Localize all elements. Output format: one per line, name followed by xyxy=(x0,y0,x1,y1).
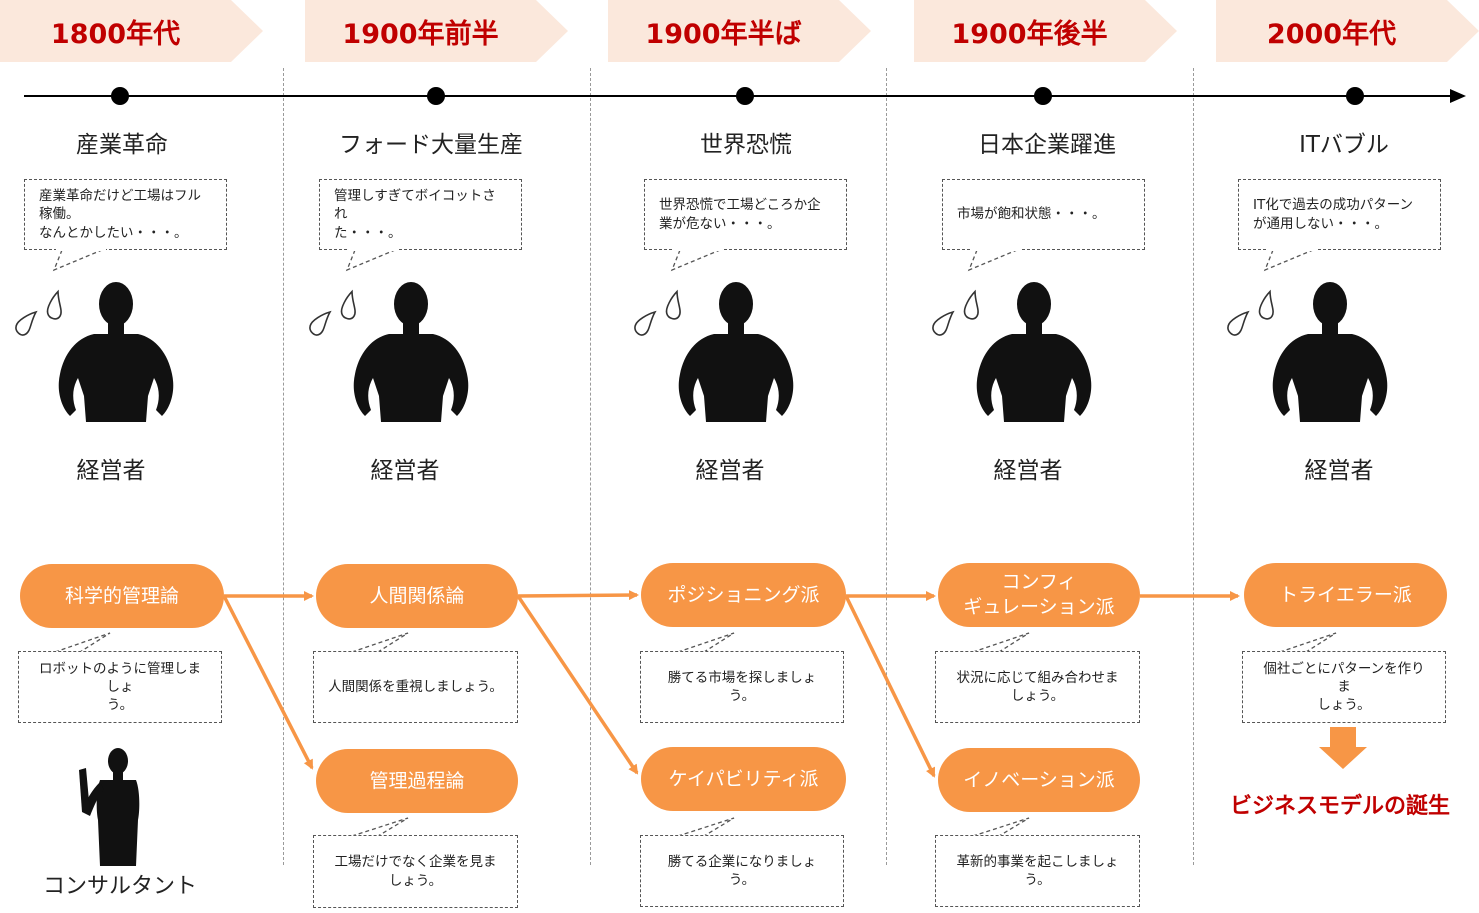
timeline-arrowhead-icon xyxy=(1450,89,1466,103)
manager-label: 経営者 xyxy=(993,458,1063,484)
sweat-drops-icon xyxy=(11,290,71,338)
sweat-drops-icon xyxy=(1223,290,1283,338)
manager-speech-bubble: IT化で過去の成功パターンが通用しない・・・。 xyxy=(1238,179,1441,250)
theory-speech-bubble: 状況に応じて組み合わせましょう。 xyxy=(935,651,1140,723)
quote-line: しょう。 xyxy=(1317,697,1371,714)
theory-innovation: イノベーション派 xyxy=(938,748,1140,812)
event-label: 日本企業躍進 xyxy=(978,132,1116,158)
quote-line: 革新的事業を起こしましょう。 xyxy=(956,853,1119,888)
quote-line: しょう。 xyxy=(1010,688,1065,704)
theory-speech-bubble: 革新的事業を起こしましょう。 xyxy=(935,835,1140,907)
era-header-1900-late: 1900年後半 xyxy=(914,0,1177,62)
manager-label: 経営者 xyxy=(370,458,440,484)
quote-line: 市場が飽和状態・・・。 xyxy=(957,206,1106,223)
quote-line: なんとかしたい・・・。 xyxy=(39,224,188,241)
event-label: 産業革命 xyxy=(76,132,168,158)
manager-speech-bubble: 世界恐慌で工場どころか企業が危ない・・・。 xyxy=(644,179,847,250)
consultant-silhouette-icon xyxy=(79,748,140,866)
manager-label: 経営者 xyxy=(695,458,765,484)
column-divider xyxy=(590,68,591,865)
quote-line: 産業革命だけど工場はフル xyxy=(39,188,201,205)
consultant-label: コンサルタント xyxy=(42,874,197,899)
quote-line: IT化で過去の成功パターン xyxy=(1253,197,1414,214)
manager-silhouette-icon xyxy=(1272,282,1388,422)
theory-management-process: 管理過程論 xyxy=(316,749,518,813)
quote-line: 人間関係を重視しましょう。 xyxy=(328,678,503,695)
quote-line: 勝てる市場を探しましょう。 xyxy=(667,669,817,704)
manager-silhouette-icon xyxy=(58,282,174,422)
quote-line: ロボットのように管理しましょ xyxy=(39,660,201,695)
quote-line: 稼働。 xyxy=(39,206,80,223)
column-divider xyxy=(886,68,887,865)
era-header-2000s: 2000年代 xyxy=(1216,0,1479,62)
theory-trial-error: トライエラー派 xyxy=(1244,563,1447,627)
manager-silhouette-icon xyxy=(353,282,469,422)
theory-speech-bubble: 勝てる市場を探しましょう。 xyxy=(640,651,844,723)
era-header-1800s: 1800年代 xyxy=(0,0,263,62)
theory-speech-bubble: 個社ごとにパターンを作りましょう。 xyxy=(1242,651,1446,723)
era-label: 2000年代 xyxy=(1266,18,1397,50)
theory-configuration: コンフィギュレーション派 xyxy=(938,563,1140,627)
result-label: ビジネスモデルの誕生 xyxy=(1229,794,1450,819)
manager-speech-bubble: 管理しすぎてボイコットされた・・・。 xyxy=(319,179,522,250)
quote-line: が通用しない・・・。 xyxy=(1253,215,1388,232)
theory-speech-bubble: 人間関係を重視しましょう。 xyxy=(313,651,518,723)
sweat-drops-icon xyxy=(630,290,690,338)
era-label: 1900年後半 xyxy=(951,18,1108,50)
era-header-1900-mid: 1900年半ば xyxy=(608,0,871,62)
era-label: 1900年半ば xyxy=(645,18,802,50)
manager-speech-bubble: 産業革命だけど工場はフル稼働。なんとかしたい・・・。 xyxy=(24,179,227,250)
manager-speech-bubble: 市場が飽和状態・・・。 xyxy=(942,179,1145,250)
pill-line: ギュレーション派 xyxy=(963,596,1115,618)
event-label: ITバブル xyxy=(1299,132,1389,158)
pill-line: コンフィ xyxy=(1001,571,1077,594)
manager-label: 経営者 xyxy=(76,458,146,484)
manager-silhouette-icon xyxy=(678,282,794,422)
column-divider xyxy=(1193,68,1194,865)
manager-silhouette-icon xyxy=(976,282,1092,422)
quote-line: た・・・。 xyxy=(334,224,402,241)
quote-line: 状況に応じて組み合わせま xyxy=(956,669,1119,686)
timeline-dot xyxy=(427,87,445,105)
quote-line: 管理しすぎてボイコットされ xyxy=(334,188,496,223)
era-header-1900-early: 1900年前半 xyxy=(305,0,568,62)
theory-scientific-management: 科学的管理論 xyxy=(20,564,224,628)
timeline-dot xyxy=(1034,87,1052,105)
quote-line: 勝てる企業になりましょう。 xyxy=(667,853,817,888)
era-label: 1800年代 xyxy=(50,18,181,50)
timeline-dot xyxy=(736,87,754,105)
theory-speech-bubble: 勝てる企業になりましょう。 xyxy=(640,835,844,907)
event-label: フォード大量生産 xyxy=(339,132,523,158)
quote-line: 世界恐慌で工場どころか企 xyxy=(659,197,821,214)
theory-speech-bubble: ロボットのように管理しましょう。 xyxy=(18,651,222,723)
event-label: 世界恐慌 xyxy=(700,132,792,158)
quote-line: う。 xyxy=(106,697,134,714)
sweat-drops-icon xyxy=(928,290,988,338)
sweat-drops-icon xyxy=(305,290,365,338)
theory-speech-bubble: 工場だけでなく企業を見ましょう。 xyxy=(313,835,518,908)
era-label: 1900年前半 xyxy=(342,18,499,50)
quote-line: 業が危ない・・・。 xyxy=(659,215,781,232)
down-arrow-icon xyxy=(1319,727,1367,769)
timeline-dot xyxy=(1346,87,1364,105)
column-divider xyxy=(283,68,284,865)
quote-line: 工場だけでなく企業を見ま xyxy=(334,854,497,871)
theory-human-relations: 人間関係論 xyxy=(316,564,518,628)
timeline-dot xyxy=(111,87,129,105)
theory-positioning: ポジショニング派 xyxy=(641,563,846,627)
quote-line: 個社ごとにパターンを作りま xyxy=(1263,660,1425,695)
theory-capability: ケイパビリティ派 xyxy=(641,747,846,811)
manager-label: 経営者 xyxy=(1304,458,1374,484)
quote-line: しょう。 xyxy=(388,872,443,889)
